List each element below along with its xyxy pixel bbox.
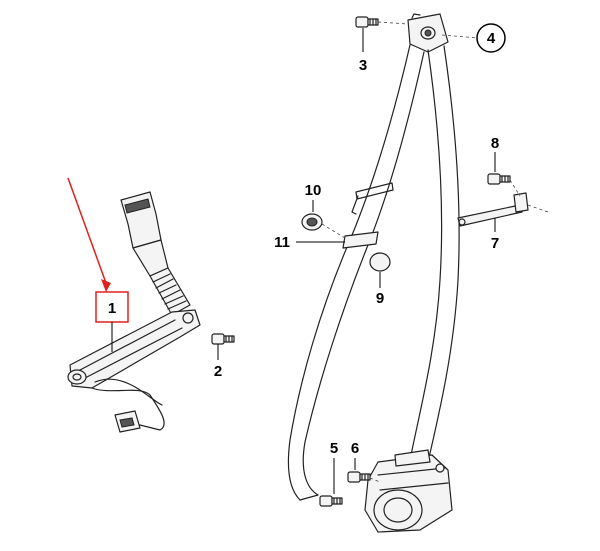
bolt-part-3[interactable]: [355, 16, 379, 28]
sensor-wire: [91, 387, 165, 431]
bolt-part-2[interactable]: [211, 333, 235, 345]
bolt-part-6[interactable]: [347, 471, 371, 483]
callout-7: 7: [491, 235, 499, 252]
callout-3: 3: [359, 57, 367, 74]
callout-1: 1: [108, 300, 116, 317]
buckle-slot: [124, 198, 151, 214]
belt-guide-loop[interactable]: [342, 231, 379, 249]
rod-part-7[interactable]: [457, 192, 529, 227]
retractor[interactable]: [364, 449, 453, 533]
callout-9: 9: [376, 290, 384, 307]
bolt-part-5[interactable]: [319, 495, 343, 507]
callout-11: 11: [274, 234, 290, 251]
upper-anchor[interactable]: [407, 13, 449, 53]
cap-part-9[interactable]: [369, 252, 391, 272]
boot-ridges: [152, 273, 187, 310]
highlight-arrow: [67, 177, 111, 292]
callout-10: 10: [305, 182, 322, 199]
bracket-edge: [79, 319, 183, 379]
callout-8: 8: [491, 135, 499, 152]
callout-4: 4: [487, 30, 496, 47]
nut-part-10[interactable]: [301, 213, 323, 231]
bolt-part-8[interactable]: [487, 173, 511, 185]
callout-5: 5: [330, 440, 338, 457]
bracket-bolt-eye: [67, 369, 87, 385]
buckle-assembly[interactable]: [67, 191, 201, 433]
callout-4-circle: [476, 23, 506, 53]
callout-6: 6: [351, 440, 359, 457]
belt-webbing: [287, 44, 460, 501]
strap-clip: [351, 182, 394, 215]
callout-2: 2: [214, 363, 222, 380]
